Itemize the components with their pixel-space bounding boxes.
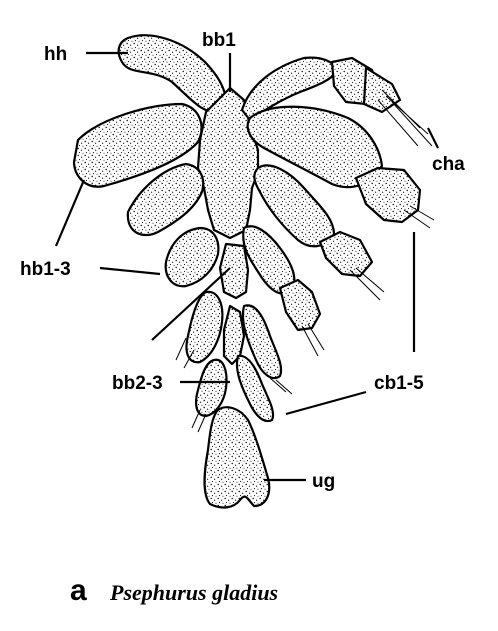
label-ug: ug: [312, 471, 335, 492]
leader-cha: [428, 128, 438, 148]
leader-hb1-3-b: [100, 268, 160, 274]
label-cha: cha: [432, 154, 465, 175]
ceratobranchial-3-distal-bone: [280, 280, 320, 330]
leader-hb1-3: [56, 180, 84, 246]
panel-letter: a: [70, 574, 87, 607]
label-bb1: bb1: [202, 30, 236, 51]
label-hb1-3: hb1-3: [20, 259, 71, 280]
basibranchial-2-bone: [220, 244, 248, 298]
ceratobranchial-3-bone: [243, 226, 294, 293]
ceratobranchial-2-distal-bone: [320, 232, 372, 276]
label-cb1-5: cb1-5: [374, 373, 424, 394]
label-hh: hh: [44, 44, 67, 65]
label-bb2-3: bb2-3: [112, 373, 163, 394]
species-name: Psephurus gladius: [109, 580, 278, 605]
urohyal-bone: [205, 407, 270, 507]
hypobranchial-3-bone: [166, 228, 219, 286]
leader-cb1-5-b: [286, 392, 366, 414]
